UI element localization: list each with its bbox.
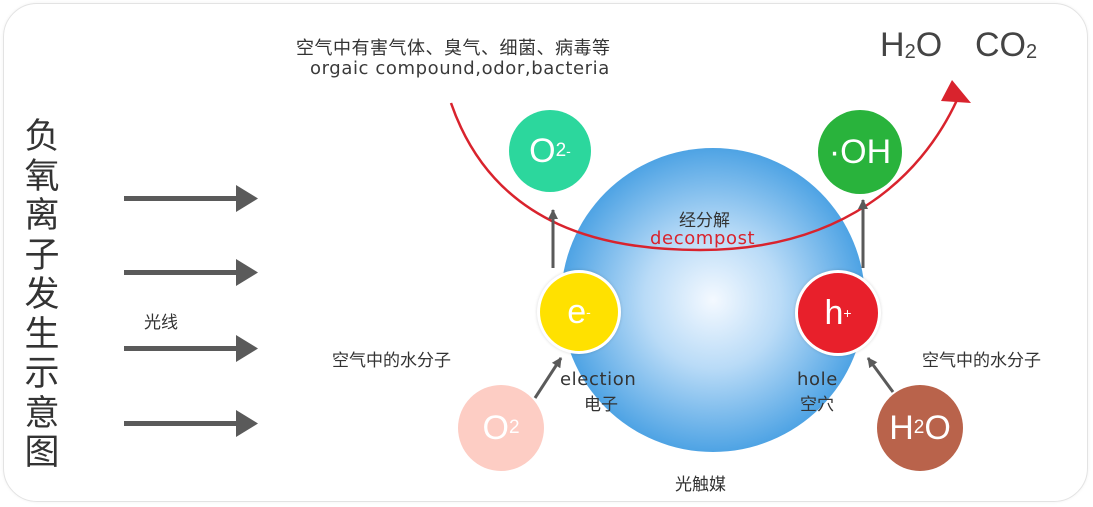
electron-label-en: election [560,369,637,390]
decompose-label-en: decompost [650,228,756,249]
vertical-title-char: 子 [24,235,60,276]
light-arrow-4 [124,410,258,437]
hole-label-en: hole [797,369,838,390]
decompose-curve [449,99,959,252]
product-h2o: H2O [880,26,943,64]
light-arrow-1 [124,185,258,212]
reaction-arrows [533,199,895,399]
hole-node: h+ [795,270,881,356]
decompose-label-cn: 经分解 [679,211,730,231]
electron-node: e- [537,270,621,354]
pollutants-label-cn: 空气中有害气体、臭气、细菌、病毒等 [296,38,611,59]
water-label-right: 空气中的水分子 [922,351,1041,371]
vertical-title: 负氧离子发生示意图 [20,117,64,474]
light-label: 光线 [144,313,178,333]
vertical-title-char: 示 [24,354,60,394]
light-arrow-2 [124,259,258,286]
arrow-oxygen-to-electron [533,357,563,399]
catalyst-label: 光触媒 [675,475,726,495]
decompose-arrowhead [941,80,971,103]
vertical-title-char: 负 [24,117,60,157]
vertical-title-char: 离 [24,196,60,236]
vertical-title-char: 意 [24,393,60,434]
light-arrows [124,185,258,437]
water-label-left: 空气中的水分子 [332,351,451,371]
product-co2: CO2 [975,26,1038,64]
vertical-title-char: 发 [24,275,60,315]
diagram-frame [3,3,1088,502]
hydroxyl-node: ·OH [818,110,902,194]
photocatalyst-sphere [561,148,865,452]
hole-label-cn: 空穴 [800,395,834,415]
vertical-title-char: 生 [24,314,60,355]
vertical-title-char: 图 [24,433,60,473]
electron-label-cn: 电子 [584,395,618,415]
arrow-water-to-hole [866,357,895,393]
pollutants-label-en: orgaic compound,odor,bacteria [310,58,610,79]
light-arrow-3 [124,335,258,362]
vertical-title-char: 氧 [24,156,60,197]
